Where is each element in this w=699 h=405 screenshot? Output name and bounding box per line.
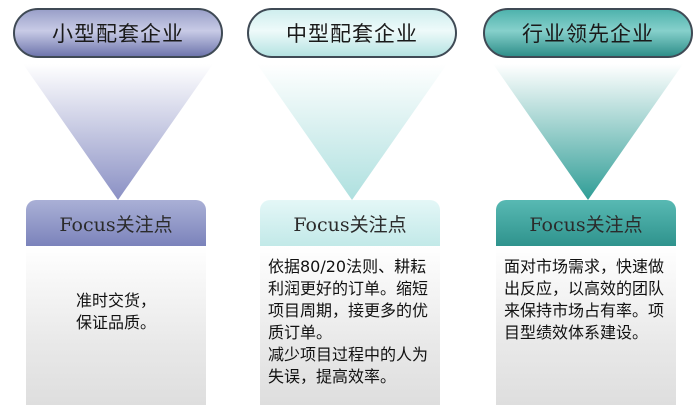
funnel-triangle [493, 64, 683, 200]
focus-text: 依据80/20法则、耕耘利润更好的订单。缩短项目周期，接更多的优质订单。 减少项… [268, 257, 429, 386]
focus-header: Focus关注点 [260, 200, 440, 246]
column-leading-enterprise: 行业领先企业 Focus关注点 面对市场需求，快速做出反应，以高效的团队来保持市… [483, 0, 693, 405]
column-title: 小型配套企业 [52, 22, 184, 46]
focus-text: 面对市场需求，快速做出反应，以高效的团队来保持市场占有率。项目型绩效体系建设。 [504, 257, 665, 342]
column-title: 行业领先企业 [522, 22, 654, 46]
focus-body: 准时交货， 保证品质。 [26, 246, 206, 405]
focus-label: Focus关注点 [293, 213, 407, 236]
focus-body: 面对市场需求，快速做出反应，以高效的团队来保持市场占有率。项目型绩效体系建设。 [496, 246, 676, 405]
title-pill: 中型配套企业 [247, 8, 457, 58]
column-medium-enterprise: 中型配套企业 Focus关注点 依据80/20法则、耕耘利润更好的订单。缩短项目… [247, 0, 457, 405]
funnel-triangle [23, 64, 213, 200]
focus-card: Focus关注点 面对市场需求，快速做出反应，以高效的团队来保持市场占有率。项目… [496, 200, 676, 405]
focus-body: 依据80/20法则、耕耘利润更好的订单。缩短项目周期，接更多的优质订单。 减少项… [260, 246, 440, 405]
focus-header: Focus关注点 [26, 200, 206, 246]
focus-label: Focus关注点 [529, 213, 643, 236]
title-pill: 行业领先企业 [483, 8, 693, 58]
column-small-enterprise: 小型配套企业 Focus关注点 准时交货， 保证品质。 [13, 0, 223, 405]
title-pill: 小型配套企业 [13, 8, 223, 58]
column-title: 中型配套企业 [286, 22, 418, 46]
focus-card: Focus关注点 准时交货， 保证品质。 [26, 200, 206, 405]
focus-text: 准时交货， 保证品质。 [75, 290, 156, 332]
funnel-triangle [257, 64, 447, 200]
focus-label: Focus关注点 [59, 213, 173, 236]
focus-header: Focus关注点 [496, 200, 676, 246]
focus-card: Focus关注点 依据80/20法则、耕耘利润更好的订单。缩短项目周期，接更多的… [260, 200, 440, 405]
